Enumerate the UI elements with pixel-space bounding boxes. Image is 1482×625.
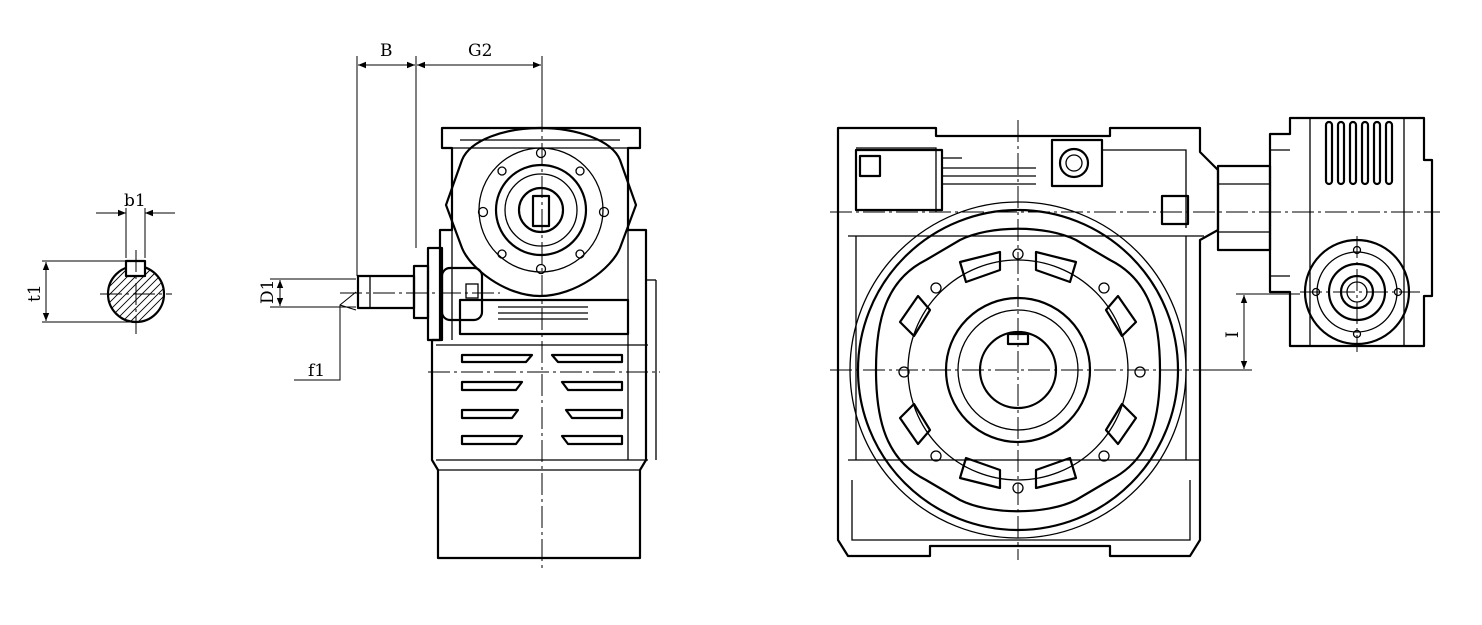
label-b1: b1 bbox=[124, 191, 146, 211]
label-G2: G2 bbox=[468, 41, 492, 61]
cooling-fins-side bbox=[460, 353, 624, 446]
cooling-fins-small bbox=[1324, 120, 1394, 186]
label-B: B bbox=[380, 41, 393, 61]
label-f1: f1 bbox=[308, 361, 325, 381]
flange-slots bbox=[898, 250, 1138, 490]
front-view: I bbox=[830, 116, 1440, 560]
label-I: I bbox=[1223, 331, 1243, 338]
label-t1: t1 bbox=[25, 284, 45, 302]
label-D1: D1 bbox=[258, 280, 278, 304]
shaft-section-view: b1 t1 bbox=[25, 191, 175, 334]
side-view: B G2 bbox=[258, 41, 660, 570]
